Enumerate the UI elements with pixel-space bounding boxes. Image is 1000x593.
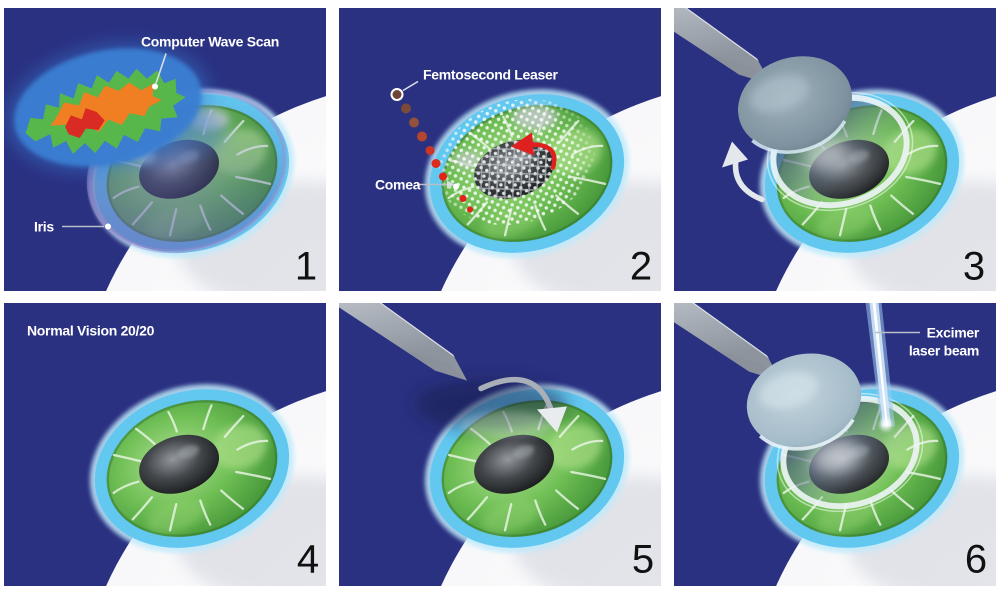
callout-dot-scan	[152, 83, 158, 90]
panel-3-flap-lift: 3	[674, 8, 996, 291]
label-iris: Iris	[34, 219, 54, 235]
panel-2-femtosecond-laser: Femtosecond Leaser Comea 2	[339, 8, 661, 291]
excimer-laser-beam	[865, 303, 895, 431]
label-computer-wave-scan: Computer Wave Scan	[141, 34, 279, 50]
panel-4-illustration: Normal Vision 20/20 4	[27, 323, 326, 586]
flap-edge-glow	[459, 411, 555, 438]
callout-dot-iris	[105, 223, 111, 230]
surgical-instrument	[674, 8, 771, 85]
panel-3-illustration: 3	[674, 8, 996, 291]
panel-6-excimer-laser: Excimer laser beam 6	[674, 303, 996, 586]
step-number-3: 3	[963, 245, 985, 289]
step-number-4: 4	[297, 538, 319, 582]
step-number-6: 6	[965, 538, 987, 582]
heatmap-red-zone	[65, 108, 105, 139]
callout-line-scan	[155, 53, 167, 84]
panel-5-flap-replace: 5	[339, 303, 661, 586]
cornea-target-dot	[453, 183, 459, 190]
panel-4-normal-vision: Normal Vision 20/20 4	[4, 303, 326, 586]
label-excimer-line1: Excimer	[927, 325, 980, 341]
step-number-1: 1	[295, 245, 317, 289]
label-normal-vision: Normal Vision 20/20	[27, 323, 155, 339]
eye-illustration	[68, 358, 326, 586]
label-excimer-line2: laser beam	[909, 343, 979, 359]
flap-lift-arrow	[722, 141, 765, 203]
flap-replace-arrow	[478, 376, 567, 433]
laser-impact-glow	[880, 418, 892, 431]
panel-1-wave-scan: Computer Wave Scan Iris 1	[4, 8, 326, 291]
panel-2-illustration: Femtosecond Leaser Comea 2	[375, 8, 661, 291]
callout-arrowhead-cornea	[447, 180, 454, 189]
laser-pulse-dots	[390, 88, 473, 213]
label-cornea: Comea	[375, 177, 421, 193]
surgical-instrument	[674, 303, 781, 382]
pupil-crosshatch	[474, 139, 555, 199]
laser-spot-mesh	[438, 98, 596, 226]
panel-1-illustration: Computer Wave Scan Iris 1	[5, 34, 326, 291]
callout-line-laser	[402, 80, 419, 92]
step-number-2: 2	[630, 245, 652, 289]
surgical-instrument	[339, 303, 467, 381]
panel-6-illustration: Excimer laser beam 6	[674, 303, 996, 586]
label-femtosecond-laser: Femtosecond Leaser	[423, 67, 558, 83]
step-number-5: 5	[632, 538, 654, 582]
rotation-arrow	[511, 132, 557, 170]
panel-5-illustration: 5	[339, 303, 661, 586]
